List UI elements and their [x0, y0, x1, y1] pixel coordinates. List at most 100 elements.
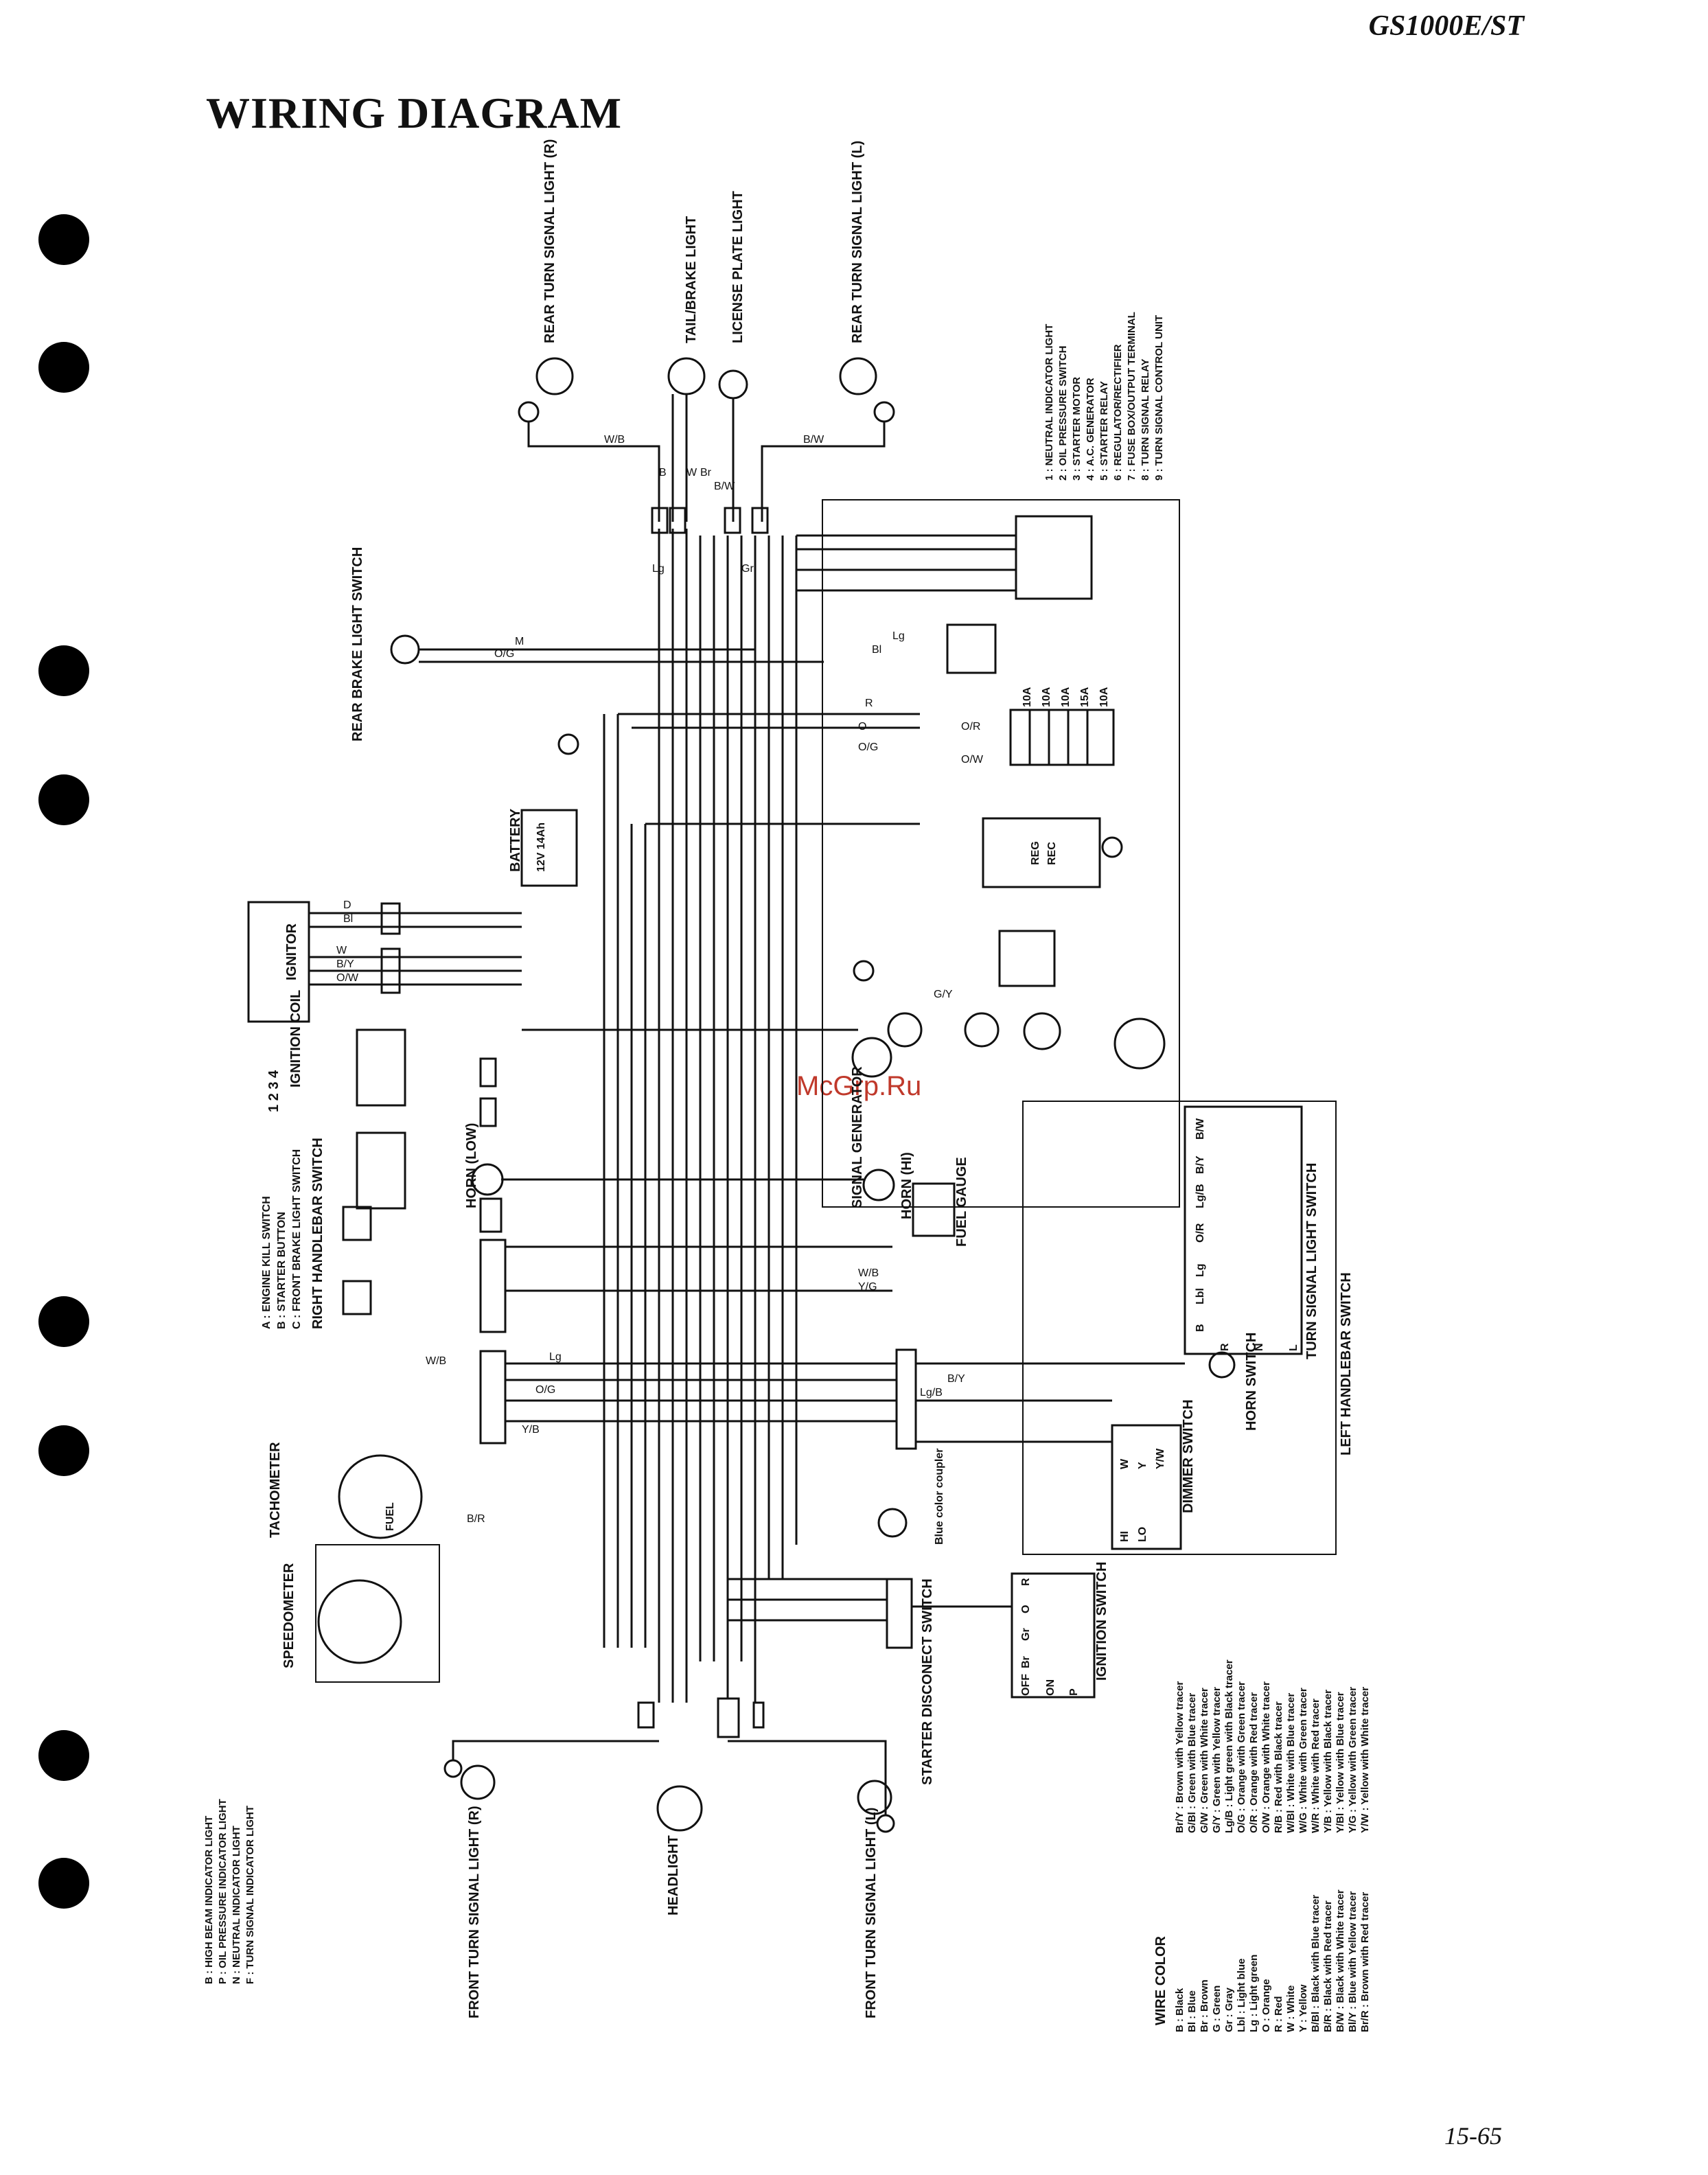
wire-label: Gr	[741, 563, 754, 575]
wire-label: O/W	[961, 754, 983, 766]
ignition-coil-1-2	[356, 1028, 406, 1107]
wire-color-entry: O/G : Orange with Green tracer	[1236, 1681, 1247, 1833]
binder-hole	[38, 645, 89, 696]
wire-label: O/G	[535, 1384, 556, 1396]
wire-label: B/R	[467, 1513, 485, 1525]
ts-col: B/Y	[1195, 1155, 1206, 1174]
ign-col: O	[1020, 1604, 1032, 1613]
horn-switch-sym	[1208, 1351, 1236, 1379]
ign-col: R	[1020, 1578, 1032, 1586]
wire-label: W	[686, 467, 697, 479]
wire-label: O/G	[494, 648, 515, 660]
wire-color-entry: W/G : White with Green tracer	[1297, 1688, 1309, 1833]
front-turn-r-bulb	[460, 1764, 496, 1800]
wire-color-entry: G/Y : Green with Yellow tracer	[1211, 1687, 1223, 1833]
wire-color-entry: Y : Yellow	[1297, 1984, 1309, 2032]
ign-col: Br	[1020, 1656, 1032, 1668]
ts-row: N	[1254, 1343, 1265, 1351]
license-plate-bulb	[718, 369, 748, 400]
fuse-rating: 10A	[1098, 687, 1110, 707]
label-rh-c: C : FRONT BRAKE LIGHT SWITCH	[291, 1149, 303, 1329]
wire-label: W/B	[426, 1355, 447, 1367]
label-battery: BATTERY	[508, 808, 523, 872]
rear-turn-r-ground	[518, 401, 540, 423]
wire-color-entry: Y/Bl : Yellow with Blue tracer	[1335, 1692, 1346, 1833]
ts-col: Lg/B	[1195, 1184, 1206, 1208]
regulator-rectifier	[982, 817, 1101, 888]
label-ignitor: IGNITOR	[284, 923, 299, 980]
tail-brake-bulb	[667, 357, 706, 395]
label-battery-rating: 12V 14Ah	[535, 822, 547, 872]
wire-color-entry: G/W : Green with White tracer	[1199, 1688, 1210, 1833]
numbered-legend-item: 4 : A.C. GENERATOR	[1085, 378, 1096, 481]
numbered-legend-item: 8 : TURN SIGNAL RELAY	[1140, 358, 1151, 481]
ts-row: R	[1219, 1343, 1231, 1351]
wire-color-entry: W/Bl : White with Blue tracer	[1285, 1692, 1297, 1833]
label-fuel-gauge: FUEL GAUGE	[954, 1157, 969, 1247]
wire-label: B/W	[803, 434, 824, 446]
wire-label: Y/B	[522, 1424, 540, 1436]
numbered-legend-item: 3 : STARTER MOTOR	[1071, 376, 1083, 481]
wire-color-entry: W : White	[1285, 1985, 1297, 2032]
wire-label: Bl	[872, 644, 882, 656]
ts-col: O/R	[1195, 1223, 1206, 1243]
headlight-bulb	[656, 1785, 703, 1832]
turn-signal-control-unit	[1015, 515, 1093, 600]
wire-label: B	[659, 467, 667, 479]
wire-color-entry: B/W : Black with White tracer	[1335, 1889, 1346, 2032]
wire-color-entry: B/Bl : Black with Blue tracer	[1310, 1894, 1322, 2032]
page-number: 15-65	[1444, 2122, 1502, 2150]
label-horn-hi: HORN (HI)	[899, 1152, 914, 1219]
front-turn-l-bulb	[857, 1780, 892, 1815]
label-tachometer: TACHOMETER	[268, 1442, 283, 1538]
wire-color-entry: G : Green	[1211, 1985, 1223, 2032]
horn-hi-sym	[862, 1169, 895, 1201]
wire-color-entry: Br/R : Brown with Red tracer	[1359, 1891, 1371, 2032]
ign-col: Gr	[1020, 1628, 1032, 1641]
rear-brake-switch-sym	[390, 634, 420, 665]
starter-relay	[998, 930, 1056, 987]
tachometer-dial	[338, 1454, 423, 1539]
ts-col: B/W	[1195, 1118, 1206, 1140]
rear-turn-l-ground	[873, 401, 895, 423]
wire-color-entry: G/Bl : Green with Blue tracer	[1186, 1692, 1198, 1833]
wire-label: O/W	[336, 972, 358, 984]
speedometer-dial	[317, 1579, 402, 1664]
ignition-coil-3-4	[356, 1131, 406, 1210]
label-rh-a: A : ENGINE KILL SWITCH	[261, 1196, 273, 1329]
wire-label: W	[336, 945, 347, 956]
label-starter-disconnect: STARTER DISCONECT SWITCH	[920, 1578, 935, 1785]
label-rec: REC	[1046, 842, 1058, 865]
label-right-handlebar: RIGHT HANDLEBAR SWITCH	[310, 1138, 325, 1329]
wire-label: M	[515, 636, 524, 647]
page-title: WIRING DIAGRAM	[206, 89, 622, 137]
fuse-rating: 15A	[1079, 687, 1091, 707]
wire-label: O	[858, 721, 867, 733]
ts-col: Lg	[1195, 1263, 1206, 1277]
indicator-legend-item: B : HIGH BEAM INDICATOR LIGHT	[203, 1815, 215, 1984]
wire-label: Y/G	[858, 1281, 877, 1293]
wire-color-entry: Br : Brown	[1199, 1979, 1210, 2032]
wire-color-entry: O/W : Orange with White tracer	[1260, 1681, 1272, 1833]
binder-hole	[38, 1425, 89, 1476]
wire-label: O/R	[961, 721, 981, 733]
ts-row: L	[1288, 1344, 1300, 1351]
numbered-legend-item: 2 : OIL PRESSURE SWITCH	[1057, 345, 1069, 481]
label-rear-turn-l: REAR TURN SIGNAL LIGHT (L)	[850, 140, 865, 343]
wire-color-entry: Y/W : Yellow with White tracer	[1359, 1686, 1371, 1833]
wire-color-entry: O/R : Orange with Red tracer	[1248, 1692, 1260, 1833]
fuse-rating: 10A	[1041, 687, 1052, 707]
wire-color-entry: Y/B : Yellow with Black tracer	[1322, 1690, 1334, 1833]
wire-label: Br	[700, 467, 711, 479]
fuse-rating: 10A	[1022, 687, 1033, 707]
ign-pos: P	[1068, 1688, 1080, 1696]
binder-hole	[38, 214, 89, 265]
starter-motor	[1023, 1012, 1061, 1050]
label-signal-generator: SIGNAL GENERATOR	[850, 1066, 865, 1208]
dimmer-col: Y	[1137, 1462, 1149, 1469]
indicator-legend-item: N : NEUTRAL INDICATOR LIGHT	[231, 1826, 242, 1984]
indicator-legend-item: F : TURN SIGNAL INDICATOR LIGHT	[244, 1806, 256, 1984]
wire-label: W/B	[858, 1267, 879, 1279]
model-header: GS1000E/ST	[1368, 10, 1524, 42]
wire-color-entry: Gr : Gray	[1223, 1987, 1235, 2032]
